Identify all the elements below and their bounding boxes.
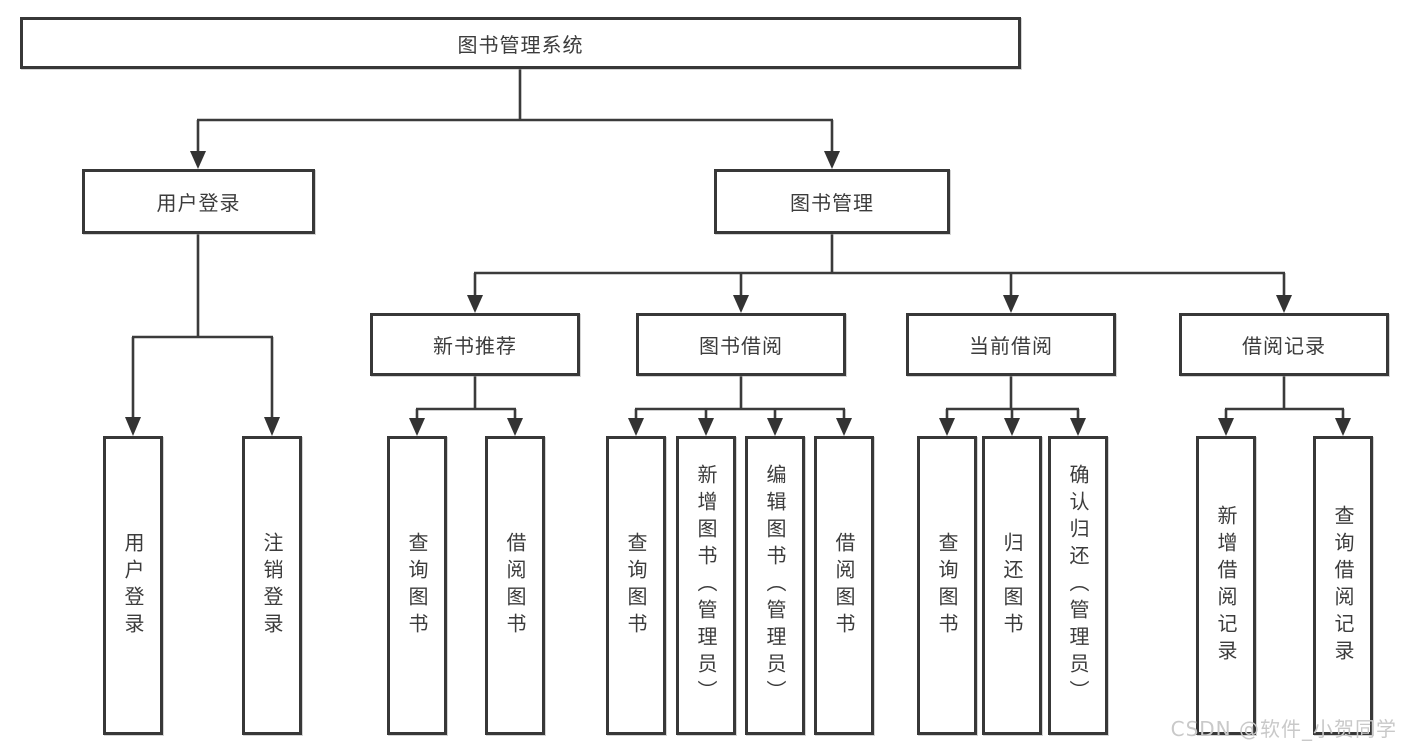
node-borrowing-records-label: 借阅记录 (1242, 334, 1326, 358)
node-root-label: 图书管理系统 (457, 32, 584, 57)
leaf-newbooks-query-books: 查询图书 (387, 436, 447, 735)
leaf-borrowing-edit-books-admin: 编辑图书（管理员） (745, 436, 805, 735)
leaf-logout-label: 注销登录 (260, 531, 284, 640)
leaf-borrowing-borrow-books-label: 借阅图书 (832, 531, 856, 640)
leaf-current-confirm-return-admin-label: 确认归还（管理员） (1066, 464, 1090, 707)
leaf-current-return-books: 归还图书 (982, 436, 1042, 735)
leaf-current-confirm-return-admin: 确认归还（管理员） (1048, 436, 1108, 735)
node-new-book-recommendation-label: 新书推荐 (433, 334, 517, 358)
node-root: 图书管理系统 (20, 17, 1021, 69)
node-current-borrowing-label: 当前借阅 (969, 334, 1053, 358)
leaf-borrowing-add-books-admin: 新增图书（管理员） (676, 436, 736, 735)
leaf-newbooks-borrow-books-label: 借阅图书 (503, 531, 527, 640)
leaf-user-login: 用户登录 (103, 436, 163, 735)
node-book-borrowing: 图书借阅 (636, 313, 846, 376)
leaf-user-login-label: 用户登录 (121, 531, 145, 640)
node-book-borrowing-label: 图书借阅 (699, 334, 783, 358)
leaf-current-query-books-label: 查询图书 (935, 531, 959, 640)
leaf-borrowing-edit-books-admin-label: 编辑图书（管理员） (763, 464, 787, 707)
leaf-records-query-borrow-record: 查询借阅记录 (1313, 436, 1373, 735)
leaf-newbooks-borrow-books: 借阅图书 (485, 436, 545, 735)
leaf-current-return-books-label: 归还图书 (1000, 531, 1024, 640)
csdn-watermark: CSDN @软件_小贺同学 (1170, 717, 1397, 741)
node-current-borrowing: 当前借阅 (906, 313, 1116, 376)
leaf-newbooks-query-books-label: 查询图书 (405, 531, 429, 640)
leaf-records-query-borrow-record-label: 查询借阅记录 (1331, 504, 1355, 667)
leaf-borrowing-add-books-admin-label: 新增图书（管理员） (694, 464, 718, 707)
node-borrowing-records: 借阅记录 (1179, 313, 1389, 376)
leaf-current-query-books: 查询图书 (917, 436, 977, 735)
node-new-book-recommendation: 新书推荐 (370, 313, 580, 376)
node-book-management: 图书管理 (714, 169, 950, 234)
node-book-management-label: 图书管理 (790, 191, 874, 215)
leaf-borrowing-borrow-books: 借阅图书 (814, 436, 874, 735)
leaf-records-add-borrow-record: 新增借阅记录 (1196, 436, 1256, 735)
leaf-logout: 注销登录 (242, 436, 302, 735)
node-user-login-label: 用户登录 (156, 191, 241, 215)
node-user-login: 用户登录 (82, 169, 315, 234)
leaf-borrowing-query-books: 查询图书 (606, 436, 666, 735)
leaf-records-add-borrow-record-label: 新增借阅记录 (1214, 504, 1238, 667)
leaf-borrowing-query-books-label: 查询图书 (624, 531, 648, 640)
